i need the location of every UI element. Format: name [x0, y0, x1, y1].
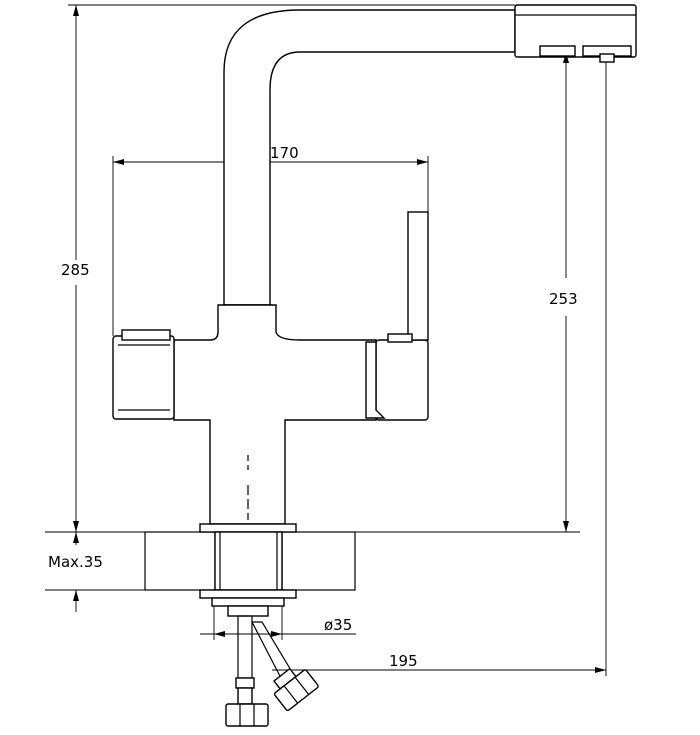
dimension-max-thickness: Max.35 — [45, 531, 210, 612]
body-width-label: 170 — [270, 144, 299, 162]
dimension-total-height: 285 — [61, 4, 515, 533]
dimension-hole-diameter: ø35 — [200, 600, 356, 640]
dimension-spout-height: 253 — [355, 51, 580, 533]
supply-hoses — [225, 615, 319, 727]
faucet-spout — [222, 4, 637, 312]
mounting-shank — [199, 455, 297, 617]
reach-label: 195 — [389, 652, 418, 670]
total-height-label: 285 — [61, 261, 90, 279]
hole-diameter-label: ø35 — [324, 616, 352, 634]
spout-height-label: 253 — [549, 290, 578, 308]
faucet-body — [112, 211, 429, 533]
max-thickness-label: Max.35 — [48, 553, 103, 571]
dimension-reach: 195 — [272, 62, 607, 676]
